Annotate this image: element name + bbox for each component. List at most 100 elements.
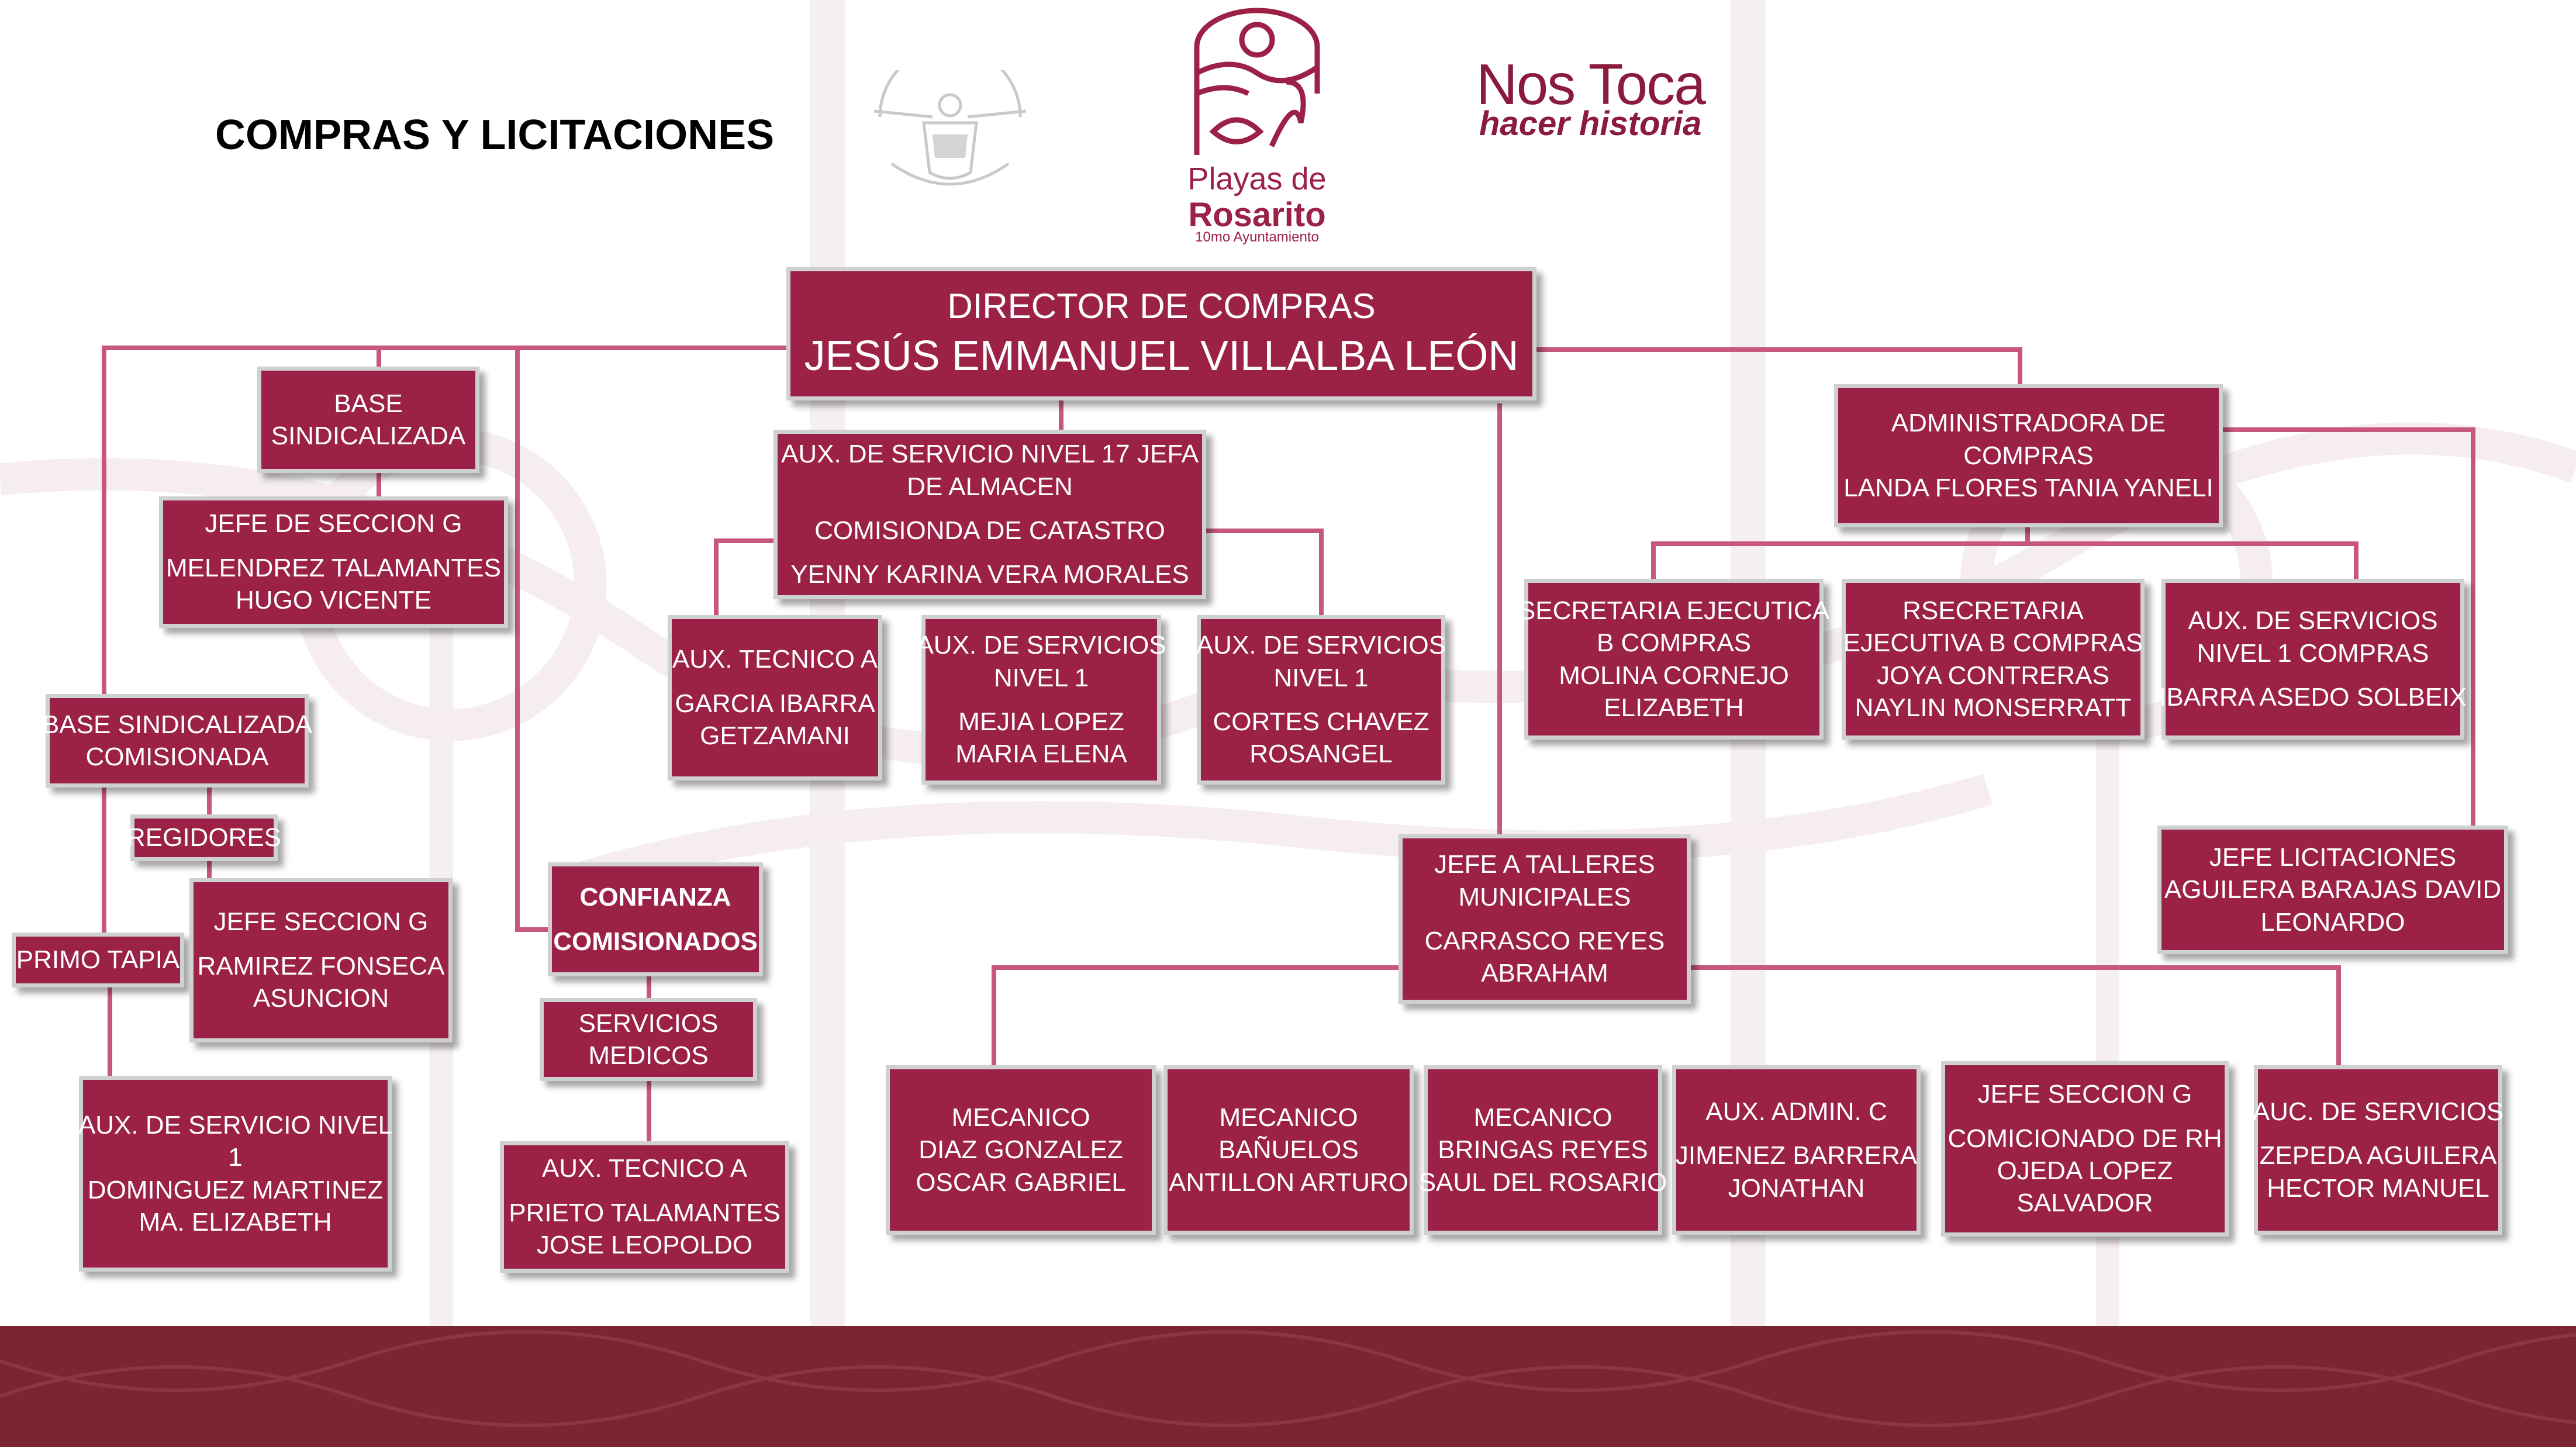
box-aux-servicios-ibarra: AUX. DE SERVICIOS NIVEL 1 COMPRAS IBARRA… [2159,579,2467,740]
box-secretaria-molina: SECRETARIA EJECUTICA B COMPRAS MOLINA CO… [1518,579,1829,740]
box-line: RSECRETARIA [1902,596,2084,625]
box-base-sindicalizada-comisionada: BASE SINDICALIZADA COMISIONADA [42,694,312,788]
box-line: MOLINA CORNEJO [1559,661,1789,690]
box-line: SECRETARIA EJECUTICA [1518,596,1830,625]
box-line: JONATHAN [1728,1173,1865,1203]
box-line: OSCAR GABRIEL [916,1168,1126,1197]
box-aux-tecnico-prieto: AUX. TECNICO A PRIETO TALAMANTES JOSE LE… [500,1141,789,1273]
box-line: COMICIONADO DE RH [1947,1124,2222,1153]
logo-rosarito-text: Rosarito [1188,196,1326,234]
box-aux-servicios-mejia: AUX. DE SERVICIOS NIVEL 1 MEJIA LOPEZ MA… [916,615,1166,785]
box-line: COMPRAS [1963,441,2094,470]
logo-ayuntamiento-text: 10mo Ayuntamiento [1195,229,1319,245]
box-line: AGUILERA BARAJAS DAVID [2164,875,2502,904]
box-line: BASE SINDICALIZADA [42,710,313,739]
box-line: COMISIONADA [85,743,269,771]
box-line: AUX. DE SERVICIO NIVEL [78,1110,393,1139]
box-mecanico-banuelos: MECANICO BAÑUELOS ANTILLON ARTURO [1163,1065,1414,1235]
box-line: DOMINGUEZ MARTINEZ [87,1175,384,1204]
box-line: ELIZABETH [1604,693,1744,722]
box-line: YENNY KARINA VERA MORALES [790,560,1189,589]
box-line: MUNICIPALES [1458,882,1631,911]
box-line: JEFE DE SECCION G [205,509,462,538]
box-jefe-talleres: JEFE A TALLERES MUNICIPALES CARRASCO REY… [1399,834,1691,1004]
box-line: DE ALMACEN [907,472,1073,501]
municipal-seal-icon [873,70,1027,186]
box-line: MECANICO [1473,1103,1612,1132]
box-line: JEFE SECCION G [1977,1080,2192,1109]
box-line: OJEDA LOPEZ [1997,1156,2173,1185]
box-line: JOSE LEOPOLDO [536,1231,753,1260]
box-line: LEONARDO [2260,907,2405,937]
box-aux-tecnico-garcia: AUX. TECNICO A GARCIA IBARRA GETZAMANI [668,615,882,781]
box-mecanico-diaz: MECANICO DIAZ GONZALEZ OSCAR GABRIEL [886,1065,1156,1235]
box-line: SALVADOR [2016,1189,2153,1218]
box-line: ASUNCION [253,984,389,1013]
box-primo-tapia: PRIMO TAPIA [12,933,184,987]
box-line: ABRAHAM [1481,959,1608,988]
box-jefe-licitaciones: JEFE LICITACIONES AGUILERA BARAJAS DAVID… [2157,826,2508,954]
box-line: IBARRA ASEDO SOLBEIX [2159,683,2467,712]
footer-pattern [0,1330,2576,1427]
box-line: JEFE LICITACIONES [2209,842,2457,872]
box-line: SERVICIOS [578,1009,719,1038]
box-line: AUX. DE SERVICIOS [916,631,1166,660]
box-line: JEFE SECCION G [213,907,429,937]
box-line: BASE [334,389,403,418]
box-aux-admin-jimenez: AUX. ADMIN. C JIMENEZ BARRERA JONATHAN [1672,1065,1921,1235]
box-aux-servicios-cortes: AUX. DE SERVICIOS NIVEL 1 CORTES CHAVEZ … [1196,615,1446,785]
box-line: AUX. DE SERVICIO NIVEL 17 JEFA [781,440,1199,469]
box-jefe-seccion-ramirez: JEFE SECCION G RAMIREZ FONSECA ASUNCION [189,878,453,1042]
box-line: BRINGAS REYES [1438,1135,1648,1165]
box-line: DIAZ GONZALEZ [918,1135,1123,1165]
box-line: BAÑUELOS [1218,1135,1359,1165]
box-secretaria-joya: RSECRETARIA EJECUTIVA B COMPRAS JOYA CON… [1842,579,2145,740]
box-line: MA. ELIZABETH [139,1207,332,1237]
box-line: JOYA CONTRERAS [1877,661,2109,690]
box-line: GARCIA IBARRA [675,689,875,718]
box-base-sindicalizada: BASE SINDICALIZADA [257,367,479,473]
box-line: SINDICALIZADA [271,422,466,450]
box-regidores: REGIDORES [126,814,282,861]
box-line: PRIETO TALAMANTES [509,1198,781,1227]
box-line: AUX. DE SERVICIOS [2188,606,2438,636]
box-line: CONFIANZA [579,883,731,912]
box-auc-servicios-zepeda: AUC. DE SERVICIOS ZEPEDA AGUILERA HECTOR… [2252,1065,2504,1235]
box-director: DIRECTOR DE COMPRAS JESÚS EMMANUEL VILLA… [786,267,1536,400]
director-name: JESÚS EMMANUEL VILLALBA LEÓN [804,333,1519,380]
box-line: PRIMO TAPIA [16,945,180,975]
director-role: DIRECTOR DE COMPRAS [947,286,1376,326]
box-line: REGIDORES [126,823,282,852]
box-line: NAYLIN MONSERRATT [1855,693,2132,722]
box-line: ROSANGEL [1249,740,1393,769]
box-line: JIMENEZ BARRERA [1675,1141,1918,1170]
box-line: SAUL DEL ROSARIO [1418,1168,1667,1197]
box-line: CARRASCO REYES [1424,927,1665,955]
box-confianza-comisionados: CONFIANZA COMISIONADOS [548,862,763,976]
box-servicios-medicos: SERVICIOS MEDICOS [540,998,757,1081]
box-line: HUGO VICENTE [236,586,431,615]
box-line: HECTOR MANUEL [2267,1173,2489,1203]
box-line: AUX. DE SERVICIOS [1196,631,1446,660]
box-jefe-seccion-melendrez: JEFE DE SECCION G MELENDREZ TALAMANTES H… [159,496,508,628]
box-jefe-seccion-ojeda: JEFE SECCION G COMICIONADO DE RH OJEDA L… [1941,1061,2229,1237]
box-line: ZEPEDA AGUILERA [2259,1141,2497,1170]
box-line: NIVEL 1 [993,663,1089,692]
box-administradora-compras: ADMINISTRADORA DE COMPRAS LANDA FLORES T… [1834,384,2223,527]
box-aux-servicio-17-vera: AUX. DE SERVICIO NIVEL 17 JEFA DE ALMACE… [774,430,1206,599]
box-line: AUC. DE SERVICIOS [2252,1097,2504,1126]
playas-de-rosarito-logo-icon [1194,8,1320,155]
box-line: LANDA FLORES TANIA YANELI [1843,474,2214,503]
box-line: RAMIREZ FONSECA [197,951,445,980]
box-line: B COMPRAS [1596,628,1752,658]
box-line: CORTES CHAVEZ [1213,707,1429,736]
box-line: MARIA ELENA [955,740,1127,769]
box-line: MECANICO [951,1103,1090,1132]
box-line: AUX. TECNICO A [541,1154,748,1183]
box-line: NIVEL 1 [1273,663,1369,692]
box-line: NIVEL 1 COMPRAS [2197,638,2429,668]
box-line: GETZAMANI [700,721,850,751]
slogan-line-1: Nos Toca [1476,52,1706,116]
box-line: MECANICO [1219,1103,1358,1132]
